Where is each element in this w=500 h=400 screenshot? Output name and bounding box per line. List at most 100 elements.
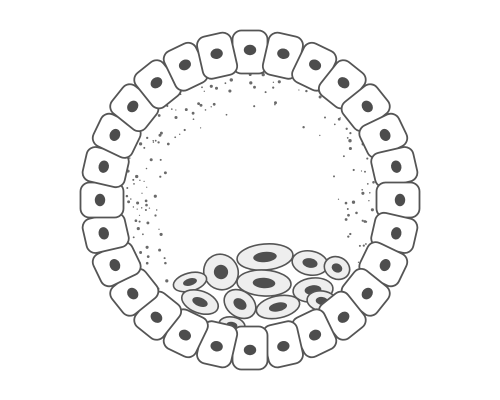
speckle [366, 183, 369, 185]
speckle [360, 170, 363, 172]
inner-cell-nucleus [331, 263, 343, 273]
speckle [159, 131, 163, 135]
inner-cell [323, 255, 351, 281]
speckle [179, 133, 181, 135]
speckle [274, 101, 277, 105]
inner-cell-nucleus [213, 264, 229, 280]
speckle [136, 201, 140, 205]
speckle [358, 244, 361, 247]
speckle [174, 136, 177, 139]
speckle [272, 81, 275, 83]
speckle [357, 261, 360, 263]
speckle [132, 178, 135, 181]
speckle [362, 244, 365, 247]
inner-cell [255, 294, 301, 320]
speckle [130, 198, 132, 200]
trophoblast-cell [91, 241, 142, 288]
speckle [127, 200, 131, 204]
speckle [146, 136, 149, 140]
inner-cell-nucleus [183, 278, 197, 286]
speckle [318, 95, 322, 99]
speckle [347, 213, 350, 217]
speckle [272, 86, 275, 89]
speckle [209, 84, 213, 88]
inner-cell [291, 249, 329, 277]
trophoblast-nucleus [127, 287, 139, 300]
trophoblast-nucleus [337, 77, 350, 89]
inner-cell [236, 269, 292, 297]
speckle [126, 187, 129, 189]
speckle [165, 279, 169, 283]
speckle [138, 220, 141, 223]
trophoblast-nucleus [109, 128, 121, 141]
speckle [125, 194, 129, 198]
speckle [199, 127, 202, 129]
inner-cell-nucleus [302, 258, 318, 268]
speckle [204, 109, 207, 111]
speckle [140, 207, 143, 209]
speckle [133, 183, 135, 185]
speckle [337, 117, 341, 121]
speckle [352, 168, 355, 172]
speckle [143, 146, 146, 149]
speckle [348, 146, 352, 151]
speckle [337, 198, 340, 200]
speckle [298, 89, 300, 91]
speckle [134, 219, 138, 223]
speckle [349, 132, 352, 135]
inner-cell-nucleus [252, 277, 276, 289]
speckle [225, 113, 228, 116]
trophoblast-cell [375, 181, 421, 219]
speckle [159, 158, 162, 161]
trophoblast-nucleus [390, 227, 402, 240]
trophoblast-nucleus [309, 59, 322, 71]
speckle [132, 206, 135, 208]
trophoblast-cell [370, 211, 419, 254]
inner-cell-nucleus [268, 302, 288, 312]
speckle [319, 134, 321, 137]
trophoblast-nucleus [98, 160, 110, 173]
speckle [149, 158, 153, 162]
trophoblast-nucleus [150, 77, 163, 89]
speckle [203, 90, 205, 92]
speckle [145, 245, 149, 249]
speckle [139, 179, 141, 182]
trophoblast-nucleus [210, 340, 223, 352]
speckle [364, 243, 367, 245]
inner-cell [180, 288, 220, 316]
speckle [210, 106, 212, 108]
speckle [274, 103, 276, 106]
trophoblast-nucleus [309, 329, 322, 341]
speckle [139, 251, 143, 254]
trophoblast-nucleus [379, 259, 391, 272]
speckle [157, 141, 160, 144]
speckle [323, 116, 327, 119]
trophoblast-nucleus [94, 193, 106, 207]
speckle [175, 109, 177, 111]
trophoblast-nucleus [243, 44, 257, 56]
trophoblast-nucleus [178, 59, 191, 71]
speckle [346, 137, 349, 139]
speckle [369, 192, 371, 194]
speckle [135, 174, 139, 179]
trophoblast-nucleus [277, 340, 290, 352]
speckle [145, 203, 148, 207]
speckle [184, 108, 188, 112]
speckle [355, 211, 358, 215]
trophoblast-nucleus [361, 100, 373, 113]
speckle [183, 128, 186, 132]
trophoblast-nucleus [394, 193, 406, 207]
trophoblast-nucleus [178, 329, 191, 341]
speckle [344, 201, 348, 205]
trophoblast-nucleus [277, 48, 290, 60]
speckle [158, 248, 162, 252]
trophoblast-cell [196, 31, 239, 80]
speckle [372, 181, 375, 184]
speckle [253, 85, 256, 89]
speckle [146, 255, 150, 258]
trophoblast-nucleus [109, 259, 121, 272]
trophoblast-nucleus [361, 287, 373, 300]
trophoblast-cell [291, 308, 338, 359]
speckle [351, 200, 356, 204]
